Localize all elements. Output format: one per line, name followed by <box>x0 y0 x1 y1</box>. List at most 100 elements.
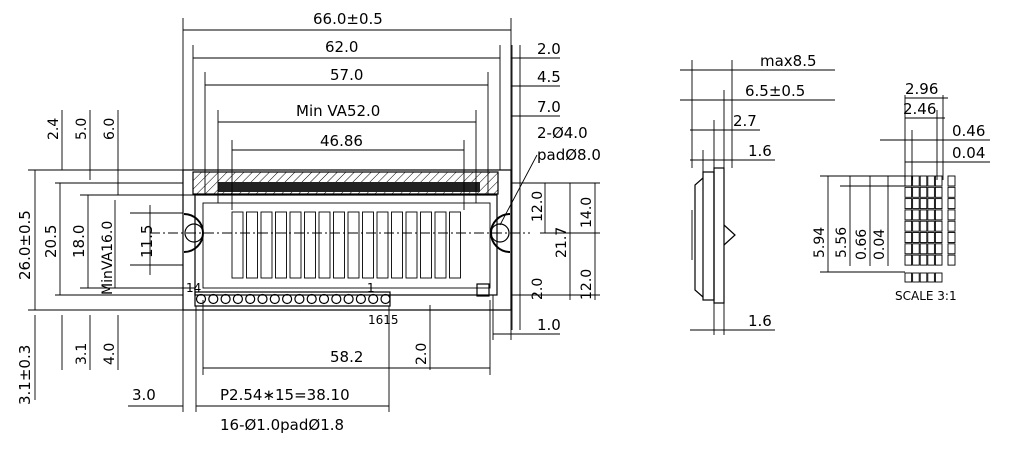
dot-cell <box>934 243 943 255</box>
dot-cell <box>927 220 935 232</box>
dot-cell <box>912 198 920 210</box>
pin-holes-spec: 16-Ø1.0padØ1.8 <box>220 416 344 434</box>
pin-circle <box>331 293 342 305</box>
dim-view-height: MinVA16.0 <box>100 221 116 295</box>
dim-bezel-height: 20.5 <box>42 225 60 258</box>
pin-circle <box>368 293 379 305</box>
dim-overall-width: 66.0±0.5 <box>313 10 383 28</box>
dot-cell <box>927 186 935 198</box>
dot-cell <box>912 220 920 232</box>
dot-cell <box>912 243 920 255</box>
pin-circle <box>245 293 256 305</box>
mount-hole-right-inner <box>490 223 510 243</box>
dot-gap: 0.04 <box>952 144 985 162</box>
scale-label: SCALE 3:1 <box>895 289 957 303</box>
side-pcb <box>713 167 725 304</box>
char-cell <box>289 211 302 279</box>
char-cell <box>391 211 403 279</box>
char-cell <box>405 211 418 279</box>
dot-cell-bottom <box>904 272 913 283</box>
dot-cell <box>912 232 920 243</box>
side-pcb-thickness: 1.6 <box>748 142 772 160</box>
char-cell <box>347 211 360 279</box>
side-view: max8.5 6.5±0.5 2.7 1.6 1.6 <box>680 52 835 335</box>
dim-pcb-hole-pitch: 62.0 <box>325 38 358 56</box>
dot-cell <box>912 186 920 198</box>
char-cell <box>246 211 258 279</box>
char-cell <box>275 211 287 279</box>
pin-circle <box>355 293 366 305</box>
dim-bezel-width: 57.0 <box>330 66 363 84</box>
dot-cell <box>919 186 928 198</box>
pin-circles <box>195 293 391 305</box>
dim-left-5-0: 5.0 <box>74 118 90 140</box>
dot-cell <box>919 232 928 243</box>
dot-cell <box>904 198 913 210</box>
side-body-thickness: 6.5±0.5 <box>745 82 805 100</box>
char-cell <box>304 211 316 279</box>
dot-cell <box>904 243 913 255</box>
dim-h-offset: 1.0 <box>537 316 561 334</box>
dot-cell <box>927 232 935 243</box>
dot-gap-v: 0.04 <box>872 229 888 260</box>
dot-pitch: 2.46 <box>903 100 936 118</box>
dim-char-height: 11.5 <box>138 225 156 258</box>
front-view: 14 1 1615 66.0±0.5 62.0 57.0 Min VA52.0 … <box>16 10 601 434</box>
dot-cell-side <box>947 232 956 243</box>
char-cell <box>449 211 461 279</box>
pin-circle <box>343 293 354 305</box>
dark-strip <box>218 182 480 192</box>
dot-cell <box>904 220 913 232</box>
dot-cell-bottom <box>927 272 935 283</box>
dot-cell <box>912 209 920 221</box>
char-cell <box>231 211 244 279</box>
pin-16-15-label: 1615 <box>368 313 399 327</box>
pin-circle <box>220 293 231 305</box>
pin-circle <box>380 293 391 305</box>
dot-cell-side <box>947 175 956 187</box>
dim-right-7-0: 7.0 <box>537 98 561 116</box>
pin-circle <box>306 293 317 305</box>
pcb-outline <box>182 169 512 311</box>
dim-right-14-0: 14.0 <box>579 197 595 228</box>
dim-edge-offset: 3.0 <box>132 386 156 404</box>
dot-cell <box>927 175 935 187</box>
dim-left-4-0: 4.0 <box>102 343 118 365</box>
dot-cell <box>934 198 943 210</box>
dot-cell-side <box>947 220 956 232</box>
dot-width: 2.96 <box>905 80 938 98</box>
side-lcd-offset: 2.7 <box>733 112 757 130</box>
pin-circle <box>282 293 293 305</box>
pin-circle <box>232 293 243 305</box>
pin-circle <box>257 293 268 305</box>
dot-cell <box>934 186 943 198</box>
dot-cell-side <box>947 243 956 255</box>
dim-pin-offset: 2.0 <box>414 343 430 365</box>
dim-right-2-0: 2.0 <box>537 40 561 58</box>
dot-detail: 2.96 2.46 0.46 0.04 5.94 5.56 0.66 0.04 … <box>812 80 990 303</box>
dim-overall-height: 26.0±0.5 <box>16 210 34 280</box>
dim-frame-height: 18.0 <box>70 225 88 258</box>
mount-hole-left-inner <box>184 223 204 243</box>
dim-right-12-0-bottom: 12.0 <box>579 269 595 300</box>
dim-active-area: 46.86 <box>320 132 363 150</box>
dot-cell <box>934 232 943 243</box>
dot-cell <box>919 220 928 232</box>
dot-cell <box>934 254 943 266</box>
dot-cell <box>927 254 935 266</box>
dim-view-area: Min VA52.0 <box>296 102 380 120</box>
pin-circle <box>208 293 219 305</box>
pin-circle <box>269 293 280 305</box>
dot-cell <box>904 186 913 198</box>
pad-spec: padØ8.0 <box>537 146 601 164</box>
dot-cell <box>904 209 913 221</box>
dot-cell <box>912 175 920 187</box>
side-bottom-thickness: 1.6 <box>748 312 772 330</box>
char-cell <box>260 211 273 279</box>
dim-pin-pitch: P2.54∗15=38.10 <box>220 386 350 404</box>
dot-cell-side <box>947 209 956 221</box>
side-max-thickness: max8.5 <box>760 52 817 70</box>
dot-cell-side <box>947 254 956 266</box>
dot-cell <box>927 243 935 255</box>
